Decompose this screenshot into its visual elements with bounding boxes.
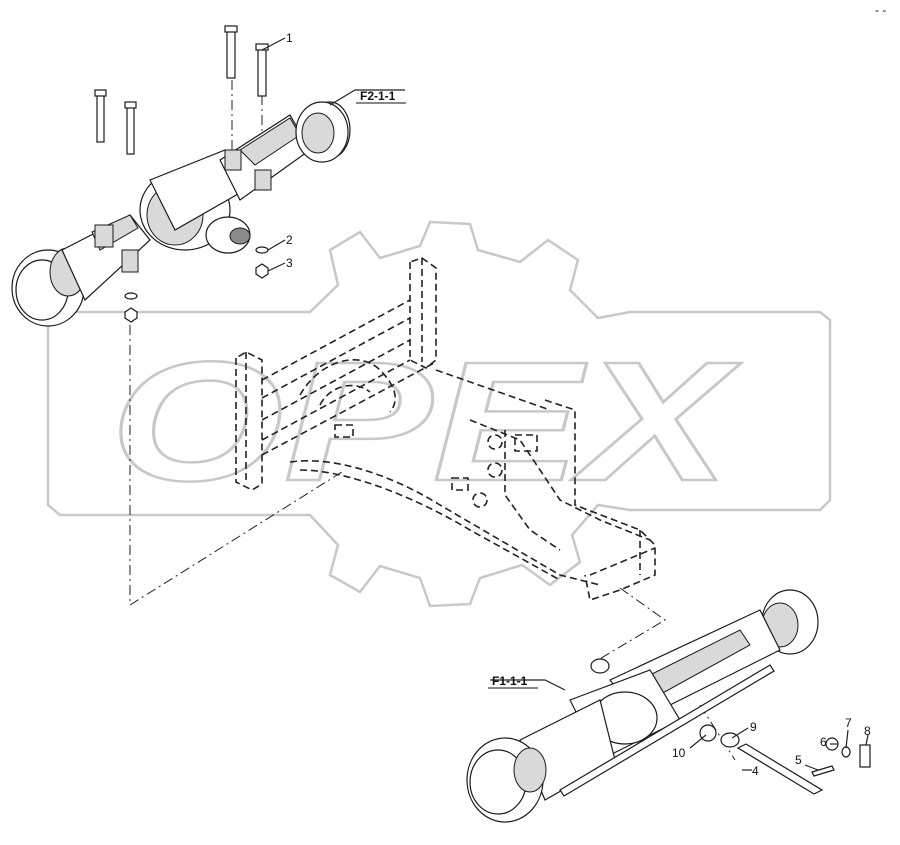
rear-axle-assembly [11, 25, 351, 327]
watermark-gear-outline [46, 220, 832, 608]
main-frame [235, 257, 656, 602]
leader-lines [261, 37, 869, 771]
callout-labels: F2-1-1 F1-1-1 1 2 3 4 5 6 7 8 9 10 [286, 31, 871, 778]
ref-rear-axle: F2-1-1 [360, 89, 396, 103]
ref-front-axle: F1-1-1 [492, 674, 528, 688]
callout-8: 8 [864, 724, 871, 738]
opex-watermark: OPEX [46, 220, 832, 608]
callout-10: 10 [672, 746, 686, 760]
watermark-text: OPEX [110, 327, 741, 517]
callout-7: 7 [845, 716, 852, 730]
callout-4: 4 [752, 764, 759, 778]
callout-9: 9 [750, 720, 757, 734]
callout-2: 2 [286, 233, 293, 247]
front-axle-assembly [466, 589, 871, 823]
callout-3: 3 [286, 256, 293, 270]
callout-6: 6 [820, 735, 827, 749]
corner-mark: - - [875, 3, 886, 17]
callout-5: 5 [795, 753, 802, 767]
callout-1: 1 [286, 31, 293, 45]
